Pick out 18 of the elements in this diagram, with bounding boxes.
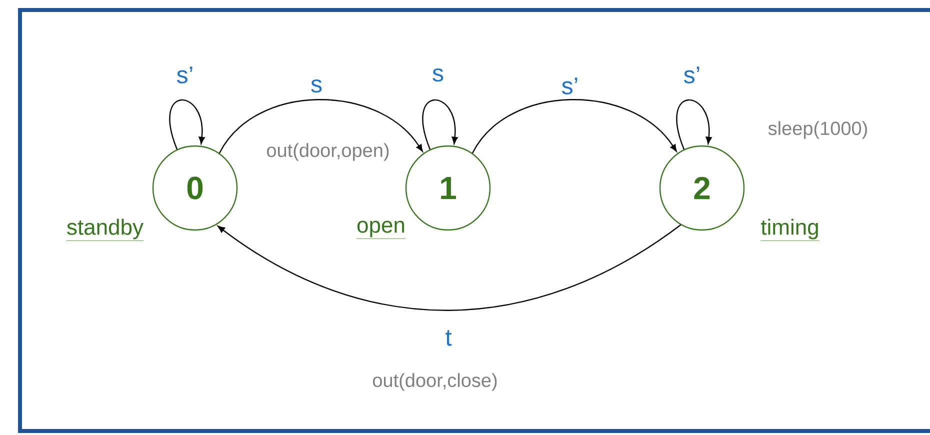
transition-arrow <box>218 99 423 154</box>
transition-arrow <box>422 99 458 150</box>
action-label: sleep(1000) <box>768 121 867 139</box>
edge-label: t <box>444 329 453 347</box>
edge-label: s <box>431 67 445 83</box>
state-name: timing <box>760 218 820 241</box>
edge-label: s’ <box>175 66 195 84</box>
edge-label: s <box>310 78 324 94</box>
transition-arrow <box>169 99 205 150</box>
edge-label: s’ <box>560 76 580 96</box>
action-label: out(door,open) <box>267 143 389 161</box>
edge-label: s’ <box>682 66 702 84</box>
transition-arrow <box>676 99 712 150</box>
transition-arrow <box>472 99 677 154</box>
transition-arrow <box>218 224 682 311</box>
action-label: out(door,close) <box>372 373 497 391</box>
state-name: standby <box>66 218 144 241</box>
state-name: open <box>356 220 406 239</box>
